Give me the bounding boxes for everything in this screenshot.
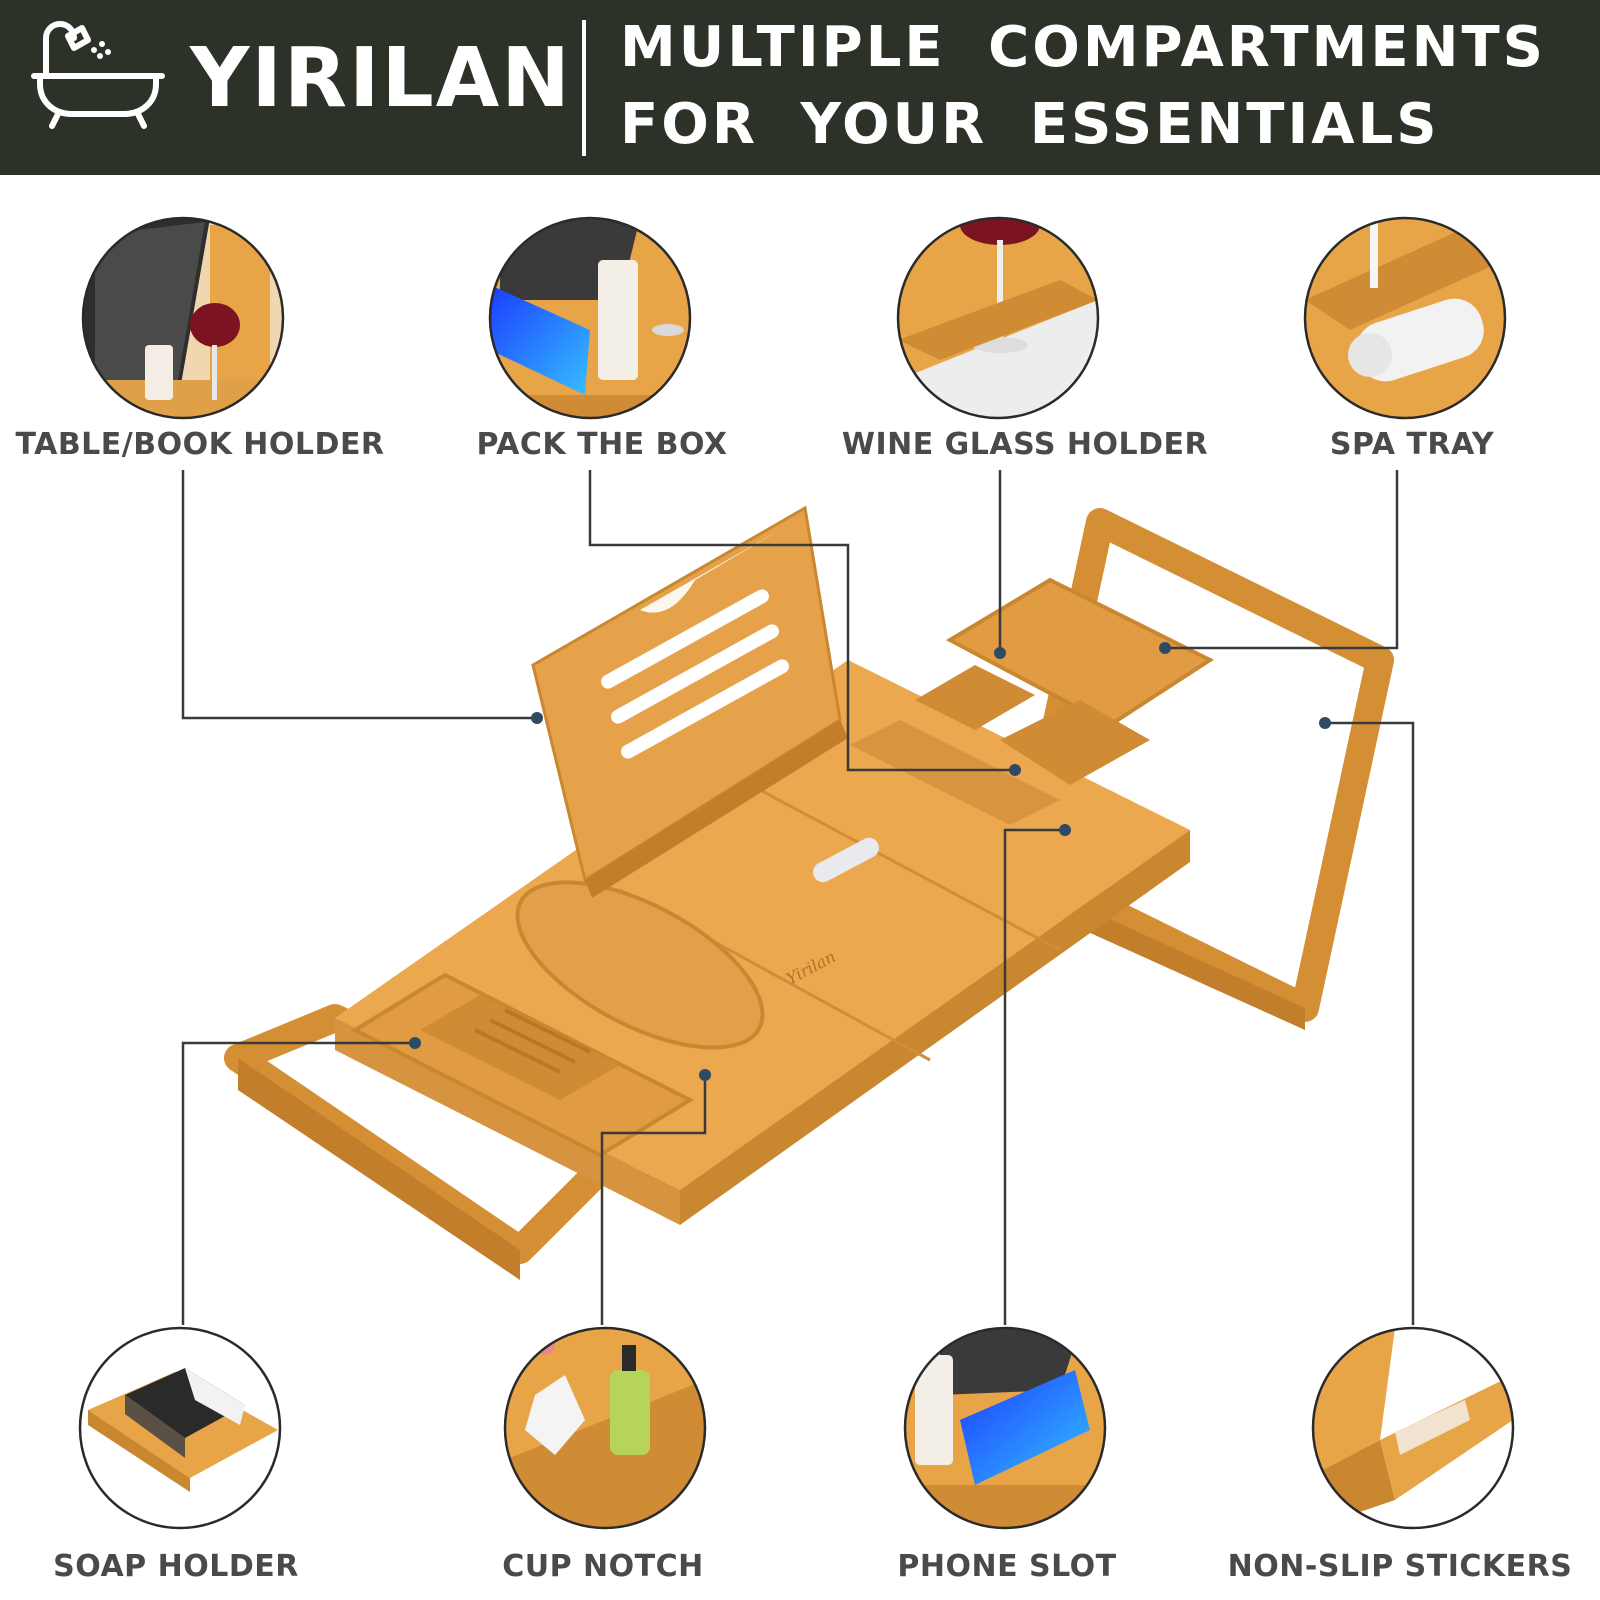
label-non-slip-stickers: NON-SLIP STICKERS <box>1227 1549 1573 1584</box>
headline-line-1: MULTIPLE COMPARTMENTS <box>620 15 1546 80</box>
headline-line-2: FOR YOUR ESSENTIALS <box>620 92 1440 157</box>
feature-image-book-holder <box>81 216 285 420</box>
bathtub-shower-icon <box>31 21 165 129</box>
feature-image-phone-slot <box>903 1326 1107 1530</box>
feature-image-spa-tray <box>1303 216 1507 420</box>
label-wine-glass-holder: WINE GLASS HOLDER <box>841 427 1209 462</box>
feature-image-cup-notch <box>503 1326 707 1530</box>
header-banner: YIRILAN MULTIPLE COMPARTMENTS FOR YOUR E… <box>0 0 1600 175</box>
label-phone-slot: PHONE SLOT <box>897 1549 1117 1584</box>
feature-image-wine-glass-holder <box>896 216 1100 420</box>
label-soap-holder: SOAP HOLDER <box>53 1549 299 1584</box>
header-divider <box>582 20 586 156</box>
label-table-book-holder: TABLE/BOOK HOLDER <box>15 427 385 462</box>
callout-lines <box>181 470 1415 1325</box>
label-cup-notch: CUP NOTCH <box>502 1549 704 1584</box>
callout-dots <box>409 642 1331 1081</box>
feature-image-soap-holder <box>78 1326 282 1530</box>
brand-name: YIRILAN <box>190 31 572 126</box>
feature-image-non-slip-stickers <box>1311 1326 1515 1530</box>
label-spa-tray: SPA TRAY <box>1329 427 1495 462</box>
bath-caddy-tray: Yirilan <box>224 505 1394 1280</box>
feature-image-pack-the-box <box>488 216 692 420</box>
label-pack-the-box: PACK THE BOX <box>476 427 728 462</box>
